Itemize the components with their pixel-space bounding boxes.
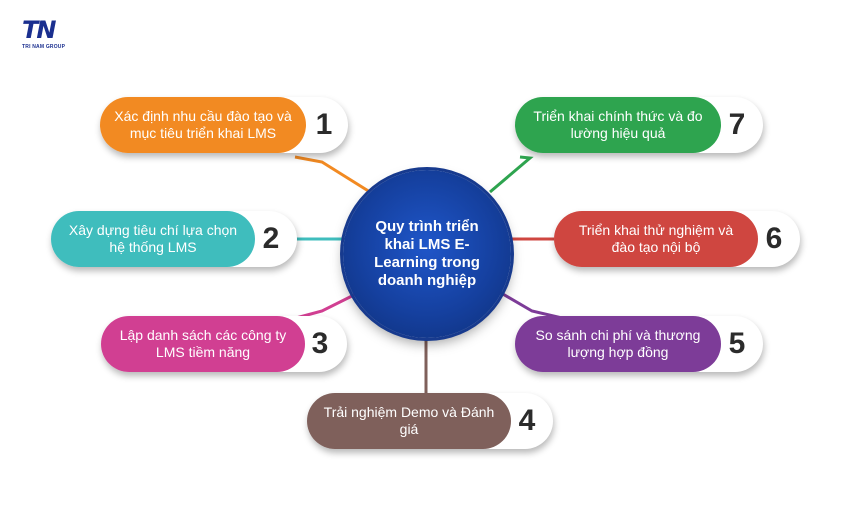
step-3: Lập danh sách các công ty LMS tiềm năng … [101,316,347,372]
logo-mark: TN [22,16,56,44]
center-title: Quy trình triển khai LMS E-Learning tron… [374,218,480,289]
logo-subtitle: TRI NAM GROUP [22,44,66,50]
center-circle: Quy trình triển khai LMS E-Learning tron… [343,170,511,338]
connector-1 [294,155,371,194]
step-2-number: 2 [262,222,280,255]
step-2: Xây dựng tiêu chí lựa chọn hệ thống LMS … [51,211,297,267]
step-1-number: 1 [315,108,333,141]
step-5-label: So sánh chi phí và thương lượng hợp đồng [535,327,701,360]
step-7-number: 7 [728,108,746,141]
step-5: So sánh chi phí và thương lượng hợp đồng… [515,316,763,372]
step-6: Triển khai thử nghiệm và đào tạo nội bộ … [554,211,800,267]
step-6-label: Triển khai thử nghiệm và đào tạo nội bộ [578,222,734,255]
connector-5 [495,288,563,320]
step-4-number: 4 [518,404,536,437]
step-6-number: 6 [765,222,783,255]
step-5-pill: So sánh chi phí và thương lượng hợp đồng [515,316,721,372]
step-4: Trải nghiệm Demo và Đánh giá 4 [307,393,553,449]
step-7-pill: Triển khai chính thức và đo lường hiệu q… [515,97,721,153]
step-5-number: 5 [728,327,746,360]
step-1-pill: Xác định nhu cầu đào tạo và mục tiêu tri… [100,97,306,153]
connector-7 [489,155,534,194]
step-4-label: Trải nghiệm Demo và Đánh giá [323,404,495,437]
step-3-label: Lập danh sách các công ty LMS tiềm năng [119,327,287,360]
connector-3 [295,290,361,320]
step-7-label: Triển khai chính thức và đo lường hiệu q… [533,108,703,141]
step-7: Triển khai chính thức và đo lường hiệu q… [515,97,763,153]
step-2-label: Xây dựng tiêu chí lựa chọn hệ thống LMS [68,222,238,255]
step-1-label: Xác định nhu cầu đào tạo và mục tiêu tri… [114,108,292,141]
step-1: Xác định nhu cầu đào tạo và mục tiêu tri… [100,97,348,153]
step-2-pill: Xây dựng tiêu chí lựa chọn hệ thống LMS [51,211,255,267]
step-4-pill: Trải nghiệm Demo và Đánh giá [307,393,511,449]
step-6-pill: Triển khai thử nghiệm và đào tạo nội bộ [554,211,758,267]
tri-nam-logo: TN TRI NAM GROUP [22,16,72,50]
step-3-pill: Lập danh sách các công ty LMS tiềm năng [101,316,305,372]
step-3-number: 3 [311,327,329,360]
